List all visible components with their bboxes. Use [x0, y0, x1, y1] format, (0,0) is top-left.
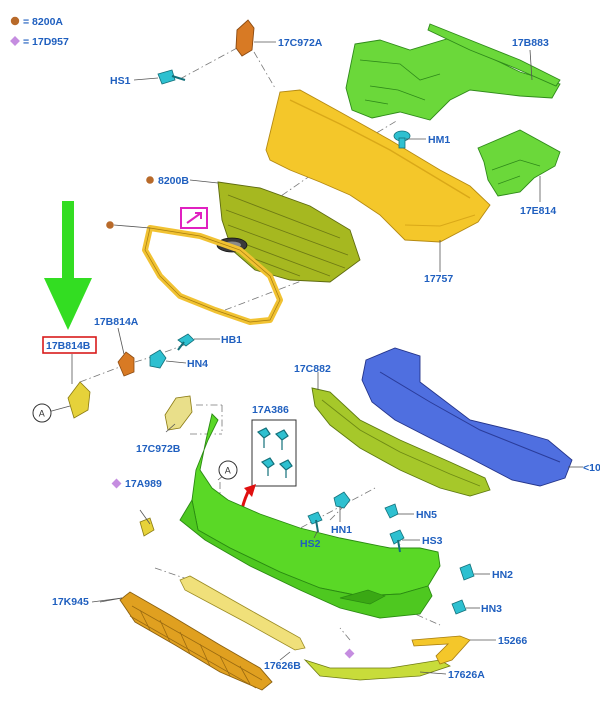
part-17626B-strip[interactable] — [179, 575, 306, 651]
fastener-HB1[interactable] — [177, 333, 195, 351]
part-17E814-bracket[interactable] — [477, 129, 561, 197]
label-17B883[interactable]: 17B883 — [512, 37, 549, 49]
legend-circle-icon — [10, 16, 20, 26]
label-HN5[interactable]: HN5 — [416, 509, 437, 521]
label-HM1[interactable]: HM1 — [428, 134, 450, 146]
fastener-HN4[interactable] — [149, 349, 167, 369]
label-HN4[interactable]: HN4 — [187, 358, 208, 370]
part-17C882-absorber[interactable] — [311, 387, 491, 497]
fastener-HS2[interactable] — [307, 511, 323, 533]
part-bumper-cover[interactable] — [179, 413, 441, 619]
fastener-HS1[interactable] — [157, 69, 186, 85]
part-17626A-strip[interactable] — [303, 659, 451, 681]
part-17C972B-bracket[interactable] — [164, 395, 193, 431]
label-17626B[interactable]: 17626B — [264, 660, 301, 672]
label-HN2[interactable]: HN2 — [492, 569, 513, 581]
marker-8200A-ring — [106, 221, 114, 229]
fastener-HS3[interactable] — [389, 529, 405, 553]
label-HN3[interactable]: HN3 — [481, 603, 502, 615]
callout-a1: A — [32, 403, 52, 423]
marker-17D957-A989 — [111, 478, 122, 489]
legend: = 8200A = 17D957 — [10, 16, 69, 48]
svg-text:A: A — [39, 409, 45, 419]
label-17C882[interactable]: 17C882 — [294, 363, 331, 375]
label-15266[interactable]: 15266 — [498, 635, 527, 647]
part-17A989-clip[interactable] — [139, 517, 155, 537]
callout-a2: A — [218, 460, 238, 480]
marker-17D957 — [344, 648, 355, 659]
label-17K945[interactable]: 17K945 — [52, 596, 89, 608]
svg-text:A: A — [225, 466, 231, 476]
label-17C972B[interactable]: 17C972B — [136, 443, 181, 455]
part-17757-upper-fascia[interactable] — [265, 89, 491, 243]
part-17K945-lower-grille[interactable] — [119, 591, 273, 691]
legend-diamond-icon — [10, 36, 20, 46]
fastener-HM1[interactable] — [393, 130, 411, 149]
marker-8200A-8200B — [146, 176, 154, 184]
label-8200B[interactable]: 8200B — [158, 175, 189, 187]
fastener-HN2[interactable] — [459, 563, 475, 581]
highlight-box — [42, 336, 97, 354]
camera-arrow-icon — [186, 212, 202, 224]
label-HB1[interactable]: HB1 — [221, 334, 242, 346]
label-17A989[interactable]: 17A989 — [125, 478, 162, 490]
part-17B883-reinforcement[interactable] — [345, 23, 561, 121]
label-17C972A[interactable]: 17C972A — [278, 37, 323, 49]
part-labels: 17C972A 17B883 HS1 HM1 8200B 17E814 1775… — [46, 37, 600, 681]
fastener-HN1[interactable] — [333, 491, 351, 509]
camera-callout — [180, 207, 208, 229]
legend-circle-text: = 8200A — [23, 16, 63, 28]
part-17B814B-bracket[interactable] — [67, 381, 91, 419]
fastener-kit-17A386[interactable] — [251, 419, 297, 487]
label-17B814B[interactable]: 17B814B — [46, 340, 91, 352]
label-17B814A[interactable]: 17B814A — [94, 316, 139, 328]
part-8200A-surround[interactable] — [142, 225, 283, 325]
part-17B814A-bracket[interactable] — [117, 351, 135, 377]
part-15266-trim[interactable] — [411, 635, 471, 665]
label-HS1[interactable]: HS1 — [110, 75, 131, 87]
label-17A386[interactable]: 17A386 — [252, 404, 289, 416]
fastener-HN5[interactable] — [384, 503, 399, 519]
part-impact-beam[interactable] — [361, 347, 573, 487]
fastener-HN3[interactable] — [451, 599, 467, 615]
label-HN1[interactable]: HN1 — [331, 524, 352, 536]
label-17E814[interactable]: 17E814 — [520, 205, 556, 217]
part-8200B-grille[interactable] — [217, 181, 361, 283]
label-17757[interactable]: 17757 — [424, 273, 453, 285]
legend-diamond-text: = 17D957 — [23, 36, 69, 48]
label-HS2[interactable]: HS2 — [300, 538, 321, 550]
label-10[interactable]: <10 — [583, 462, 600, 474]
part-17C972A-bracket[interactable] — [235, 19, 255, 57]
arrow-down-icon — [44, 201, 92, 330]
label-HS3[interactable]: HS3 — [422, 535, 443, 547]
label-17626A[interactable]: 17626A — [448, 669, 485, 681]
